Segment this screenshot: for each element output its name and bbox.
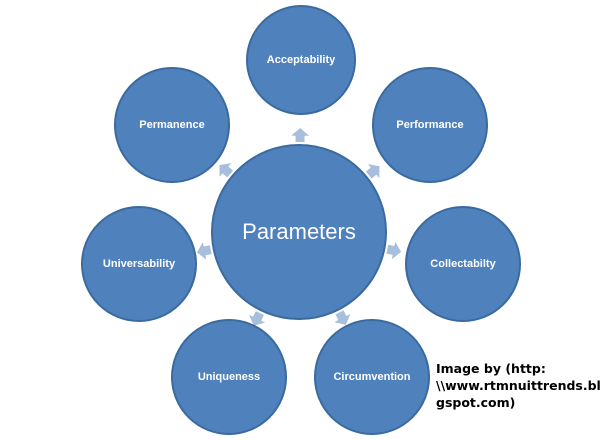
- connector-arrow: [334, 310, 351, 325]
- center-node-label: Parameters: [242, 219, 356, 244]
- node-permanence: Permanence: [114, 67, 230, 183]
- node-label: Uniqueness: [197, 371, 261, 383]
- credit-line: gspot.com): [436, 395, 516, 410]
- node-label: Universability: [102, 258, 176, 270]
- node-universability: Universability: [81, 206, 197, 322]
- credit-line: Image by (http:: [436, 361, 546, 376]
- node-circumvention: Circumvention: [314, 319, 430, 435]
- connector-arrow: [365, 164, 380, 179]
- image-credit: Image by (http: \\www.rtmnuittrends.blo …: [436, 360, 600, 411]
- node-performance: Performance: [372, 67, 488, 183]
- node-label: Circumvention: [333, 371, 411, 383]
- connector-arrow: [197, 242, 212, 260]
- node-collectabilty: Collectabilty: [405, 206, 521, 322]
- node-label: Permanence: [139, 119, 205, 131]
- node-uniqueness: Uniqueness: [171, 319, 287, 435]
- connector-arrow: [249, 311, 266, 326]
- node-label: Collectabilty: [430, 258, 496, 270]
- connector-arrow: [291, 128, 310, 143]
- node-label: Acceptability: [266, 54, 336, 66]
- connector-arrow: [386, 241, 402, 260]
- node-acceptability: Acceptability: [246, 5, 356, 115]
- connector-arrow: [219, 163, 234, 178]
- credit-line: \\www.rtmnuittrends.blo: [436, 378, 600, 393]
- center-node: Parameters: [211, 144, 387, 320]
- node-label: Performance: [396, 119, 464, 131]
